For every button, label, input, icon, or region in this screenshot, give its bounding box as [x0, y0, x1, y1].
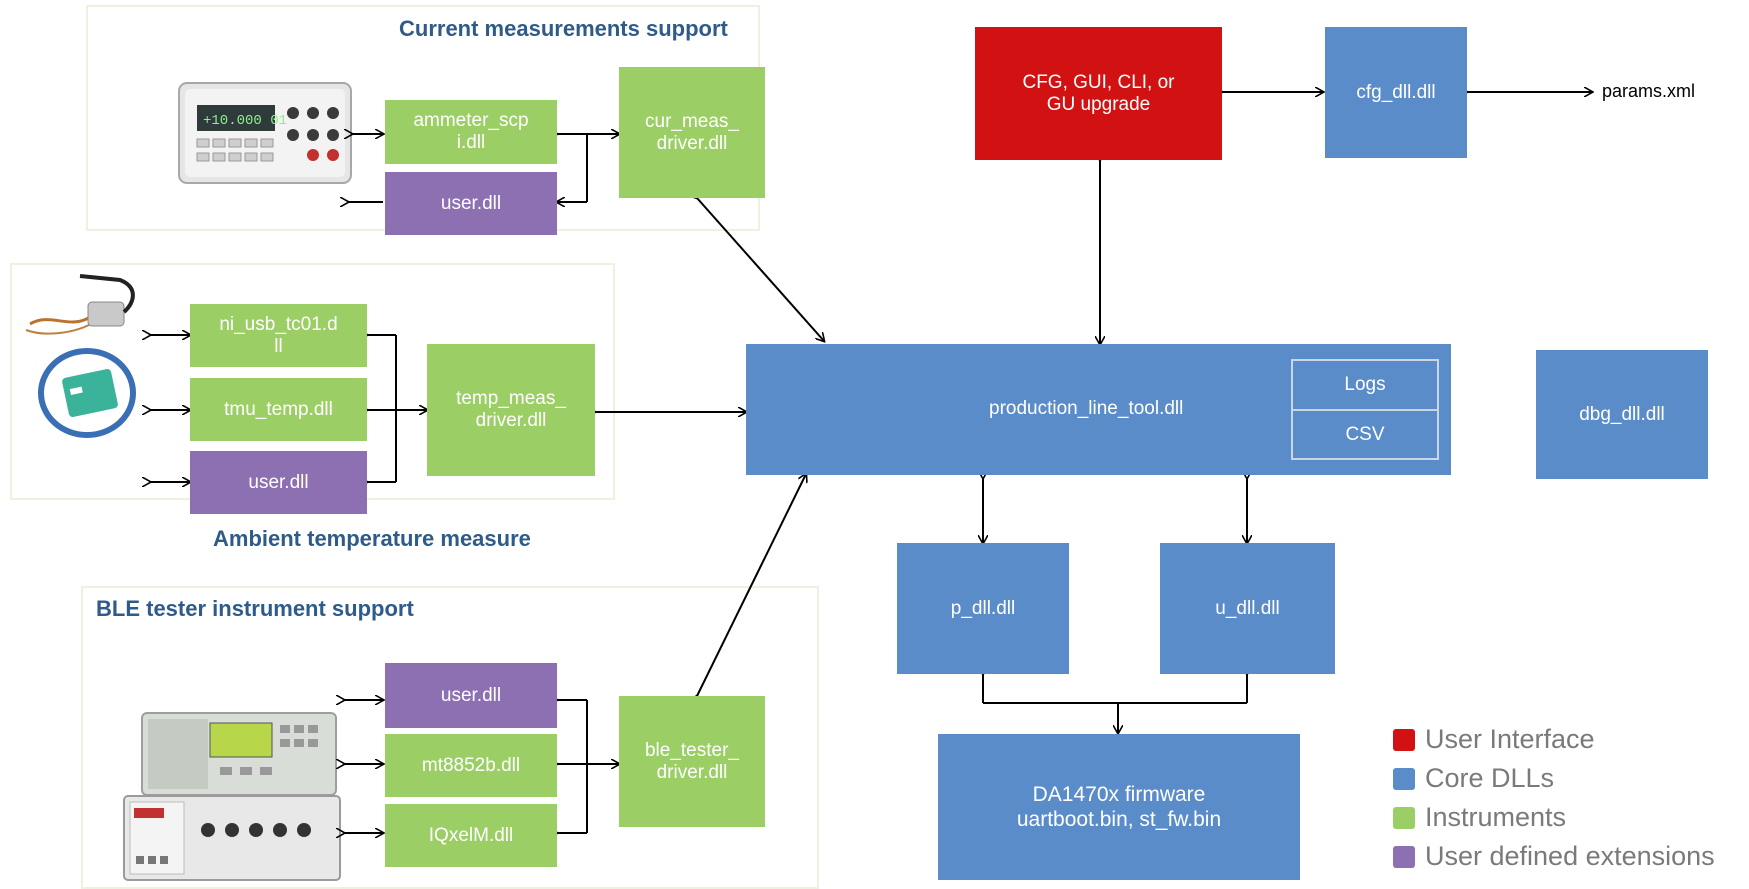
legend-item-user-interface: User Interface [1393, 724, 1595, 755]
csv-box: CSV [1291, 409, 1439, 460]
legend-item-instruments: Instruments [1393, 802, 1566, 833]
p-dll-box: p_dll.dll [897, 543, 1069, 674]
cur-meas-driver-dll-box: cur_meas_ driver.dll [619, 67, 765, 198]
temp-meas-driver-dll-box: temp_meas_ driver.dll [427, 344, 595, 476]
logs-box: Logs [1291, 359, 1439, 411]
legend-item-user-defined-extensions: User defined extensions [1393, 841, 1715, 872]
multimeter-image: +10.000 01 [178, 82, 352, 184]
tmu-probe-image [38, 348, 136, 438]
u-dll-box: u_dll.dll [1160, 543, 1335, 674]
thermocouple-image [25, 274, 135, 335]
anritsu-tester-image [141, 712, 337, 796]
legend-item-core-dlls: Core DLLs [1393, 763, 1554, 794]
params-xml-label: params.xml [1602, 81, 1696, 101]
legend-label: User Interface [1425, 724, 1595, 754]
temperature-user-dll-box: user.dll [190, 451, 367, 514]
temperature-panel-title: Ambient temperature measure [213, 526, 531, 551]
ni-usb-tc01-dll-box: ni_usb_tc01.d ll [190, 304, 367, 367]
legend-label: Core DLLs [1425, 763, 1555, 793]
production-line-tool-label: production_line_tool.dll [989, 398, 1184, 419]
legend-swatch-red [1393, 728, 1415, 751]
current-panel-title: Current measurements support [399, 16, 728, 41]
cfg-dll-box: cfg_dll.dll [1325, 27, 1467, 158]
iqxel-tester-image [123, 795, 341, 881]
ble-panel-title: BLE tester instrument support [96, 596, 414, 621]
dbg-dll-box: dbg_dll.dll [1536, 350, 1708, 479]
multimeter-display-text: +10.000 01 [203, 113, 287, 129]
legend-label: Instruments [1425, 802, 1567, 832]
legend-label: User defined extensions [1425, 841, 1715, 871]
ammeter-scpi-dll-box: ammeter_scp i.dll [385, 100, 557, 164]
legend-swatch-green [1393, 806, 1415, 829]
user-interface-box: CFG, GUI, CLI, or GU upgrade [975, 27, 1222, 160]
ble-tester-driver-dll-box: ble_tester_ driver.dll [619, 696, 765, 827]
tmu-temp-dll-box: tmu_temp.dll [190, 378, 367, 441]
ble-user-dll-box: user.dll [385, 663, 557, 728]
current-user-dll-box: user.dll [385, 172, 557, 235]
mt8852b-dll-box: mt8852b.dll [385, 734, 557, 797]
firmware-box: DA1470x firmware uartboot.bin, st_fw.bin [938, 734, 1300, 880]
legend-swatch-blue [1393, 767, 1415, 790]
iqxelm-dll-box: IQxelM.dll [385, 804, 557, 867]
legend-swatch-purple [1393, 845, 1415, 868]
